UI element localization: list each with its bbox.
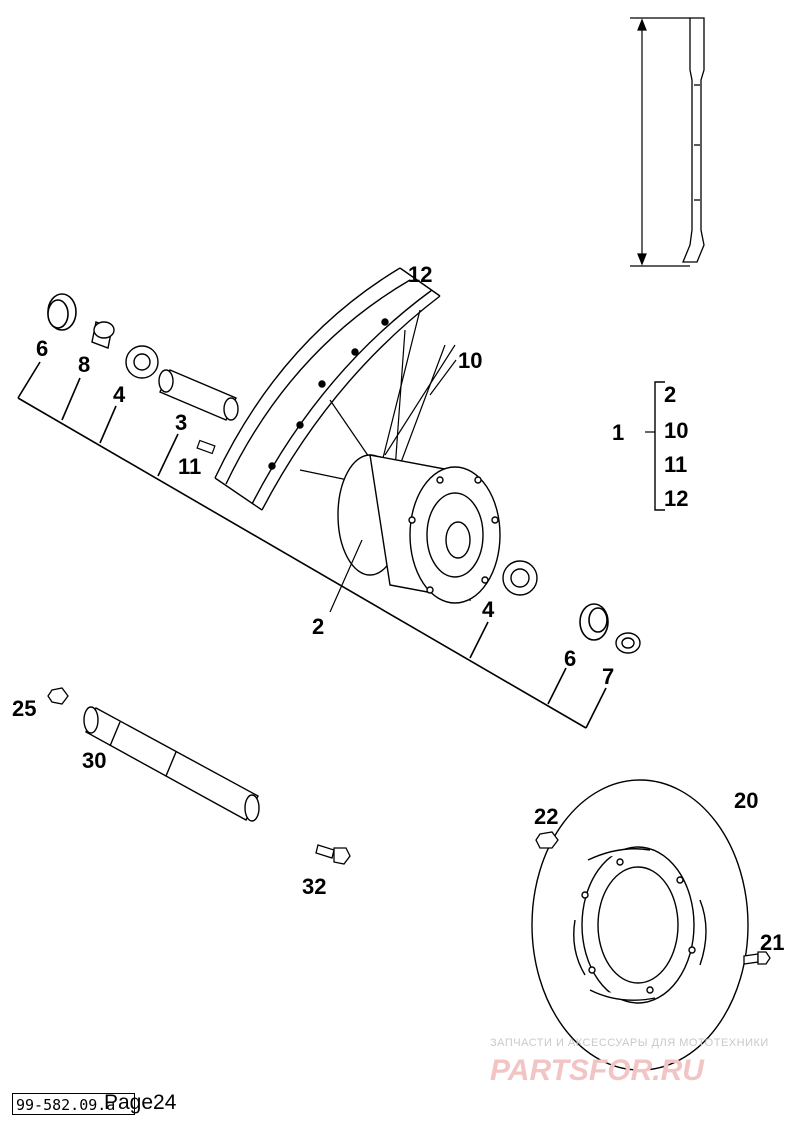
part-labels: 12 10 6 8 4 3 11 2 4 6 7 1 2 10 11 12 25… xyxy=(12,262,784,955)
bearing-right xyxy=(502,560,538,596)
label-set-2: 2 xyxy=(664,382,676,407)
set-bracket xyxy=(654,381,665,511)
label-part-12: 12 xyxy=(408,262,432,287)
disc-bolt xyxy=(743,951,771,965)
label-part-6: 6 xyxy=(564,646,576,671)
bearing-left xyxy=(125,345,159,379)
spacer-bushing-left xyxy=(91,321,115,349)
label-set-11: 11 xyxy=(664,452,687,477)
watermark-brand: PARTSFOR.RU xyxy=(490,1054,705,1087)
label-set-12: 12 xyxy=(664,486,688,511)
watermark-tagline: ЗАПЧАСТИ И АКСЕССУАРЫ ДЛЯ МОТОТЕХНИКИ xyxy=(490,1037,769,1049)
distance-tube xyxy=(158,369,239,421)
label-part-20: 20 xyxy=(734,788,758,813)
spacer-right xyxy=(615,632,641,654)
page-number: Page24 xyxy=(104,1091,177,1114)
seal-ring-right xyxy=(579,603,609,641)
label-part-7: 7 xyxy=(602,664,614,689)
disc-nut xyxy=(535,831,559,849)
leader-lines xyxy=(329,359,655,613)
axle-nut xyxy=(47,687,69,705)
brake-disc xyxy=(531,779,749,1071)
label-set-10: 10 xyxy=(664,418,688,443)
spoke-drawing xyxy=(682,17,705,263)
label-part-2: 2 xyxy=(312,614,324,639)
label-part-32: 32 xyxy=(302,874,326,899)
label-part-30: 30 xyxy=(82,748,106,773)
watermark: ЗАПЧАСТИ И АКСЕССУАРЫ ДЛЯ МОТОТЕХНИКИ PA… xyxy=(490,1037,769,1087)
wheel-axle xyxy=(83,706,260,822)
spoke-length-dimension xyxy=(630,17,690,267)
spoke-nipple xyxy=(196,439,216,455)
label-part-21: 21 xyxy=(760,930,784,955)
seal-ring-left xyxy=(47,293,77,331)
wheel-hub xyxy=(337,454,501,604)
label-part-22: 22 xyxy=(534,804,558,829)
label-part-4: 4 xyxy=(482,597,495,622)
label-part-6: 6 xyxy=(36,336,48,361)
label-part-1: 1 xyxy=(612,420,624,445)
axle-clamp-bolt xyxy=(315,844,351,865)
assembly-axis-line xyxy=(17,361,607,729)
label-part-3: 3 xyxy=(175,410,187,435)
document-code: 99-582.09.a xyxy=(12,1093,135,1115)
label-part-4: 4 xyxy=(113,382,126,407)
label-part-8: 8 xyxy=(78,352,90,377)
label-part-25: 25 xyxy=(12,696,36,721)
label-part-10: 10 xyxy=(458,348,482,373)
label-part-11: 11 xyxy=(178,454,201,479)
wheel-rim xyxy=(214,267,441,511)
